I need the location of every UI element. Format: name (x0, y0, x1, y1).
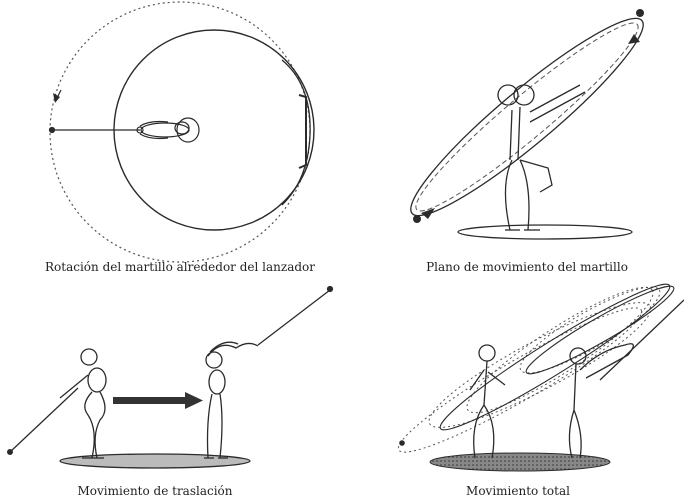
thrower-top-view (136, 117, 200, 143)
thrower-figure-turn2 (568, 343, 634, 459)
translation-arrow-shaft (113, 397, 185, 404)
thrower-figure-start (59, 348, 107, 459)
hammer-ball-trail (399, 440, 405, 446)
throwing-circle-hatched (429, 452, 611, 472)
hammer-plane-ellipse-inner (415, 22, 639, 212)
panel-plane-diagram (410, 9, 644, 240)
hammer-ball-bottom (413, 215, 421, 223)
panel-total-movement-diagram (397, 283, 684, 472)
thrower-figure-turn1 (469, 344, 506, 459)
thrower-figure-end (204, 341, 259, 459)
caption-total-movement: Movimiento total (466, 484, 570, 498)
hammer-ball-top (636, 9, 644, 17)
arrowhead-icon (185, 392, 203, 409)
arrowhead-icon (53, 93, 60, 103)
hammer-ball-left (7, 449, 13, 455)
hammer-ball-right (326, 285, 334, 293)
arrowhead-icon (628, 34, 640, 44)
hammer-orbit-trails (397, 286, 661, 453)
inner-throwing-circle (113, 29, 315, 231)
hammer-ball (48, 126, 56, 134)
panel-translation-diagram (7, 285, 334, 469)
caption-rotation: Rotación del martillo alrededor del lanz… (45, 260, 315, 274)
stopboard-bracket (298, 94, 307, 169)
caption-translation: Movimiento de traslación (77, 484, 233, 498)
thrower-figure (497, 84, 586, 231)
rotation-arc-right (281, 59, 311, 206)
hammer-wire-left (9, 387, 79, 453)
throwing-circle-ground (457, 224, 633, 240)
panel-rotation-diagram (48, 1, 315, 263)
hammer-plane-ellipse-outer (410, 17, 644, 217)
hammer-wire-right (257, 289, 331, 346)
arrowhead-icon (421, 208, 435, 219)
caption-plane-of-movement: Plano de movimiento del martillo (426, 260, 628, 274)
hammer-orbit-solid (439, 283, 675, 431)
outer-dotted-orbit (49, 1, 311, 263)
throwing-circle-ground (59, 453, 251, 469)
hammer-release-line (599, 299, 684, 381)
